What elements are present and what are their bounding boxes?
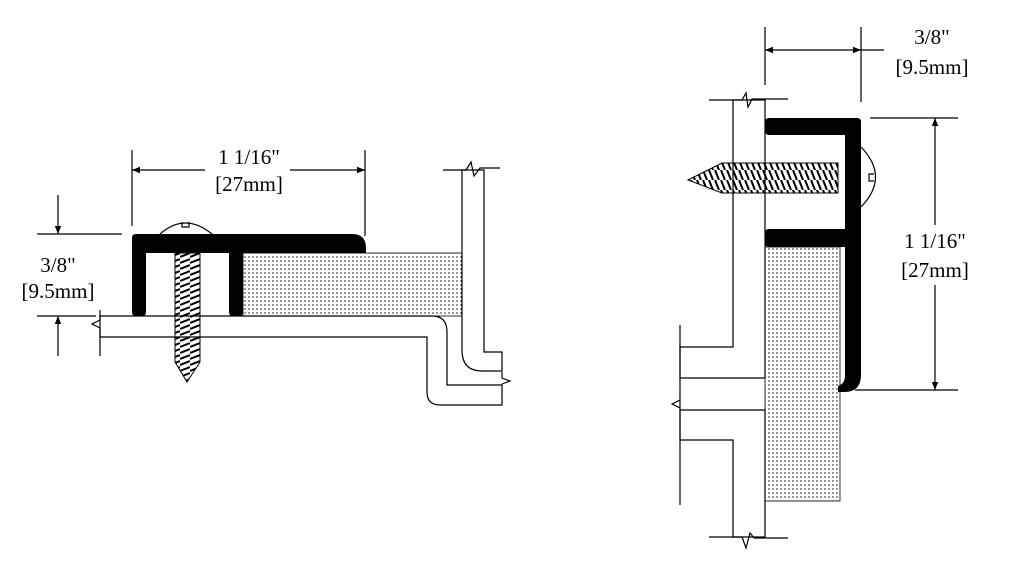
wall	[461, 169, 503, 372]
width-mm-label: [27mm]	[215, 172, 283, 196]
break-mark-left	[90, 310, 101, 356]
left-detail: 1 1/16" [27mm] 3/8" [9.5mm]	[22, 145, 512, 406]
trim-profile	[132, 234, 366, 316]
screw-shaft	[686, 162, 839, 194]
screw-slot	[868, 173, 874, 182]
break-mark-left	[670, 399, 681, 409]
width-dimension: 1 1/16" [27mm]	[131, 145, 366, 236]
height-inches-label: 3/8"	[40, 253, 75, 277]
break-mark-top	[443, 160, 500, 178]
height-mm-label: [9.5mm]	[22, 279, 95, 303]
height-inches-label: 1 1/16"	[904, 229, 966, 253]
right-detail: 3/8" [9.5mm] 1 1/16" [27mm]	[670, 25, 969, 550]
height-dimension: 3/8" [9.5mm]	[22, 195, 122, 356]
break-mark-top	[709, 91, 788, 109]
width-dimension: 3/8" [9.5mm]	[764, 25, 969, 102]
wall-upper	[679, 99, 766, 379]
foam-backing	[242, 252, 463, 317]
width-mm-label: [9.5mm]	[896, 55, 969, 79]
break-mark-right	[501, 372, 512, 385]
foam-backing	[764, 246, 841, 502]
height-dimension: 1 1/16" [27mm]	[855, 117, 969, 391]
screw-shaft	[174, 252, 201, 383]
width-inches-label: 1 1/16"	[218, 145, 280, 169]
width-inches-label: 3/8"	[914, 25, 949, 49]
screw-head	[159, 222, 213, 235]
screw-slot	[181, 222, 190, 228]
screw-head	[860, 146, 876, 208]
height-mm-label: [27mm]	[901, 258, 969, 282]
wall-lower	[679, 409, 766, 538]
trim-profile	[765, 118, 861, 392]
substrate	[99, 315, 503, 406]
break-mark-bottom	[709, 531, 788, 550]
